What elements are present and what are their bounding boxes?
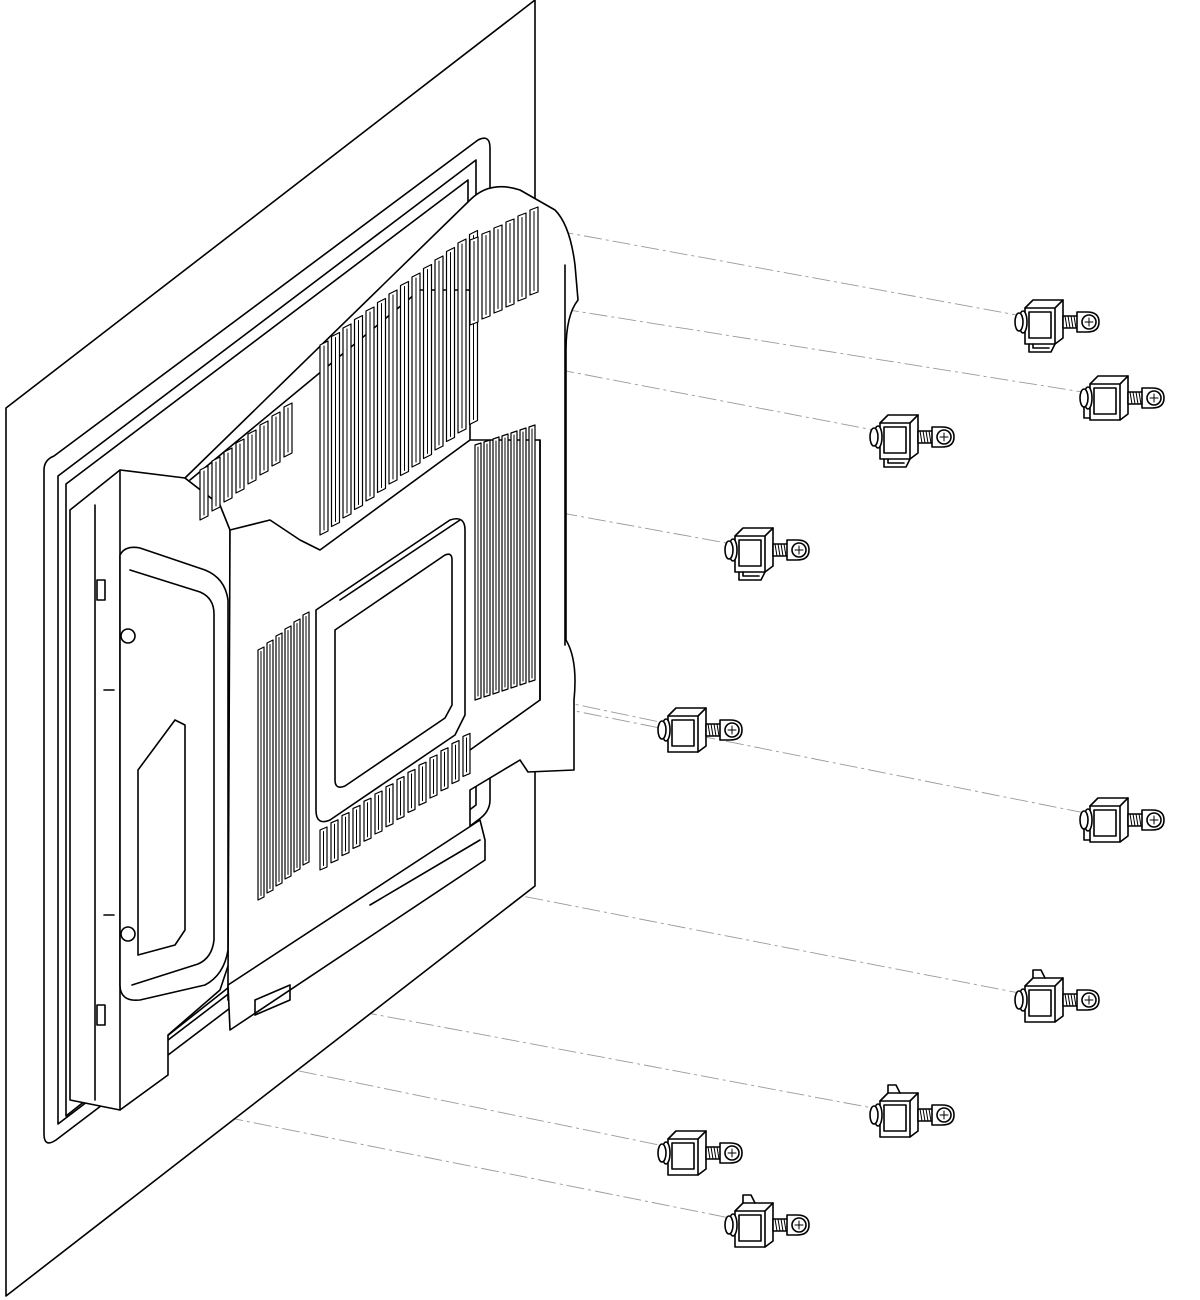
heatsink-fins-bottom (319, 732, 471, 871)
mounting-clamps (657, 299, 1165, 1248)
clamp-bottom-2 (724, 1194, 810, 1248)
device-housing (69, 185, 579, 1111)
heatsink-fins-right (474, 424, 536, 701)
leader-line (139, 1099, 766, 1226)
leader-line (474, 294, 1121, 399)
clamp-lower-mid (869, 1084, 955, 1138)
clamp-bottom-1 (657, 1130, 743, 1176)
leader-line (244, 989, 911, 1116)
clamp-mid-right (1079, 797, 1165, 843)
clamp-mid-1 (724, 527, 810, 581)
clamp-lower-right (1014, 969, 1100, 1023)
clamp-top-right-2 (1079, 375, 1165, 421)
leader-line (439, 879, 1056, 1001)
clamp-mid-2 (657, 707, 743, 753)
clamp-upper-mid (869, 414, 955, 468)
leader-line (469, 689, 1121, 821)
heatsink-fins-top (199, 206, 539, 536)
heatsink-fins-left (257, 611, 310, 901)
clamp-top-right-1 (1014, 299, 1100, 353)
